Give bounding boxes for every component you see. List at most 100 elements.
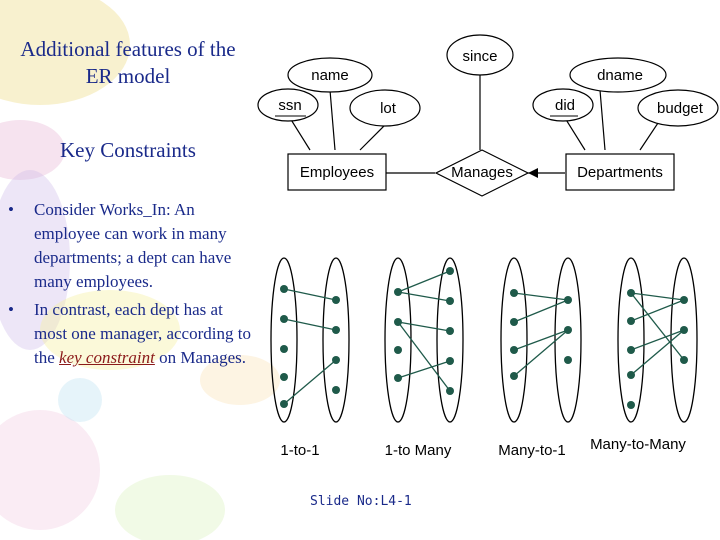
mapping-line [283, 288, 337, 301]
mapping-line [329, 89, 336, 151]
relationship-manages-diamond [434, 149, 530, 197]
mapping-line [513, 299, 569, 323]
mapping-node [332, 386, 340, 394]
attr-did-ellipse [532, 88, 594, 122]
mapping-line [359, 124, 386, 151]
attr-name: name [311, 67, 349, 84]
mapping-node [394, 288, 402, 296]
mapping-line [397, 291, 451, 302]
mapping-node [446, 387, 454, 395]
bullet-text: Consider Works_In: An employee can work … [34, 200, 232, 291]
mapping-oval [322, 257, 350, 423]
mapping-line [513, 292, 569, 301]
mapping-oval [270, 257, 298, 423]
mapping-label-many-to-one: Many-to-1 [498, 442, 566, 459]
mapping-node [564, 296, 572, 304]
mapping-node [394, 374, 402, 382]
mapping-line [630, 292, 685, 361]
mapping-node [332, 326, 340, 334]
mapping-node [510, 346, 518, 354]
entity-employees: Employees [300, 164, 374, 181]
mapping-node [680, 356, 688, 364]
mapping-node [280, 373, 288, 381]
bullet-text: on Manages. [159, 348, 246, 367]
mapping-node [564, 356, 572, 364]
mapping-node [280, 400, 288, 408]
mapping-line [513, 329, 569, 377]
mapping-node [680, 326, 688, 334]
mapping-line [599, 89, 606, 151]
attr-since-ellipse [446, 34, 514, 76]
mapping-node [510, 289, 518, 297]
mapping-node [446, 297, 454, 305]
mapping-line [289, 117, 311, 151]
entity-employees-box [287, 153, 387, 191]
mapping-node [332, 356, 340, 364]
slide-title: Additional features of the ER model [20, 37, 236, 88]
bullet-key-constraint: In contrast, each dept has at most one m… [8, 298, 258, 370]
mapping-node [627, 317, 635, 325]
mapping-line [513, 329, 569, 351]
mapping-node [627, 371, 635, 379]
attr-budget-ellipse [637, 89, 719, 127]
attr-dname: dname [597, 67, 643, 84]
mapping-node [280, 315, 288, 323]
attr-ssn: ssn [278, 97, 301, 114]
bullet-works-in: Consider Works_In: An employee can work … [8, 198, 258, 294]
mapping-oval [436, 257, 464, 423]
mapping-oval [670, 257, 698, 423]
mapping-line [397, 321, 451, 332]
mapping-node [627, 289, 635, 297]
attr-dname-ellipse [569, 57, 667, 93]
attr-did: did [555, 97, 575, 114]
relationship-manages: Manages [451, 164, 513, 181]
mapping-label-one-to-one: 1-to-1 [280, 442, 319, 459]
mapping-line [283, 359, 337, 405]
mapping-line [639, 119, 661, 151]
mapping-line [397, 270, 451, 293]
bullet-list: Consider Works_In: An employee can work … [8, 198, 258, 374]
mapping-node [510, 372, 518, 380]
key-constraint-term: key constraint [59, 348, 155, 367]
mapping-node [627, 401, 635, 409]
mapping-line [564, 117, 586, 151]
key-constraint-arrowhead [528, 168, 538, 178]
mapping-node [510, 318, 518, 326]
mapping-node [680, 296, 688, 304]
mapping-oval [617, 257, 645, 423]
mapping-node [332, 296, 340, 304]
slide-footer: Slide No:L4-1 [310, 494, 412, 509]
mapping-node [564, 326, 572, 334]
mapping-line [630, 299, 685, 322]
mapping-node [280, 345, 288, 353]
mapping-line [630, 329, 685, 376]
mapping-line [397, 360, 451, 379]
mapping-oval [384, 257, 412, 423]
mapping-node [446, 357, 454, 365]
mapping-oval [500, 257, 528, 423]
mapping-line [283, 318, 337, 331]
mapping-label-many-to-many: Many-to-Many [590, 436, 686, 453]
bullet-text: In contrast, each dept has at most one m… [34, 300, 251, 367]
mapping-line [630, 329, 685, 351]
attr-since: since [462, 48, 497, 65]
mapping-node [394, 318, 402, 326]
mapping-node [394, 346, 402, 354]
mapping-node [627, 346, 635, 354]
mapping-line [397, 321, 451, 392]
mapping-oval [554, 257, 582, 423]
attr-ssn-ellipse [257, 88, 319, 122]
entity-departments: Departments [577, 164, 663, 181]
mapping-label-one-to-many: 1-to Many [385, 442, 452, 459]
attr-lot: lot [380, 100, 397, 117]
mapping-node [446, 327, 454, 335]
attr-name-ellipse [287, 57, 373, 93]
mapping-line [630, 292, 685, 301]
attr-budget: budget [657, 100, 704, 117]
slide-subtitle: Key Constraints [60, 138, 196, 162]
entity-departments-box [565, 153, 675, 191]
mapping-node [446, 267, 454, 275]
mapping-node [280, 285, 288, 293]
attr-lot-ellipse [349, 89, 421, 127]
